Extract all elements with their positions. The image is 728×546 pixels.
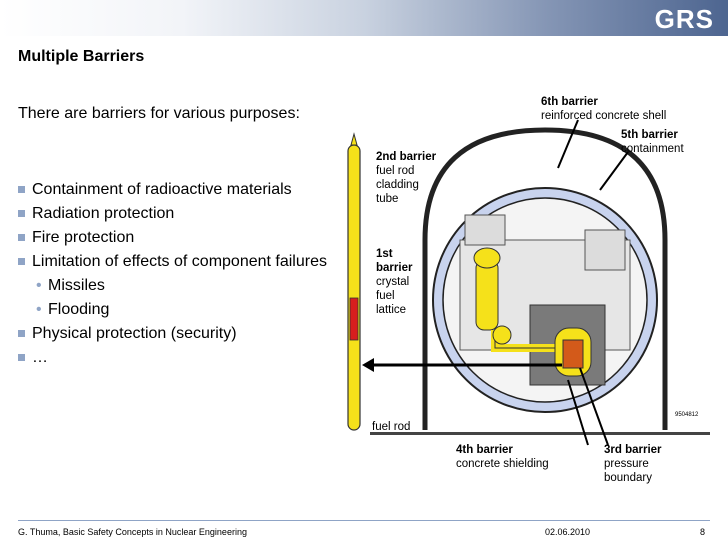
leader-6th: [557, 119, 579, 169]
figure-code: 9504812: [675, 412, 699, 418]
header-bar: GRS: [0, 0, 728, 36]
sub-bullet-item: •Missiles: [18, 274, 328, 298]
label-3rd-l2: boundary: [604, 472, 652, 484]
label-1st-title1: 1st: [376, 248, 393, 260]
fuel-rod-tip: [350, 132, 358, 146]
fuel-pellets: [349, 297, 359, 341]
bullet-item: Radiation protection: [18, 202, 328, 226]
label-4th-text: concrete shielding: [456, 458, 549, 470]
label-1st-l1: crystal: [376, 276, 409, 288]
label-3rd-l1: pressure: [604, 458, 649, 470]
bullet-item: Containment of radioactive materials: [18, 178, 328, 202]
interior-block: [584, 229, 626, 271]
footer-divider: [18, 520, 710, 521]
bullet-list: Containment of radioactive materials Rad…: [18, 178, 328, 370]
square-bullet-icon: [18, 258, 25, 265]
label-5th-text: containment: [621, 143, 684, 155]
ground-line: [370, 432, 710, 435]
bullet-item: …: [18, 346, 328, 370]
sub-bullet-item: •Flooding: [18, 298, 328, 322]
label-2nd-title: 2nd barrier: [376, 151, 437, 163]
grs-logo: GRS: [654, 4, 714, 34]
square-bullet-icon: [18, 186, 25, 193]
intro-text: There are barriers for various purposes:: [18, 105, 300, 122]
footer-date: 02.06.2010: [545, 527, 591, 537]
dot-bullet-icon: •: [36, 277, 42, 294]
steam-generator: [475, 259, 499, 331]
barrier-diagram: 6th barrier reinforced concrete shell 5t…: [347, 96, 710, 484]
label-2nd-l1: fuel rod: [376, 165, 414, 177]
slide-title: Multiple Barriers: [18, 48, 145, 65]
label-4th-title: 4th barrier: [456, 444, 513, 456]
square-bullet-icon: [18, 210, 25, 217]
arrow-head-icon: [362, 358, 374, 372]
dot-bullet-icon: •: [36, 301, 42, 318]
square-bullet-icon: [18, 234, 25, 241]
footer-author: G. Thuma, Basic Safety Concepts in Nucle…: [18, 527, 247, 537]
footer-page-number: 8: [700, 527, 706, 537]
coolant-pump: [492, 325, 512, 345]
label-fuel-rod: fuel rod: [372, 421, 410, 433]
leader-5th: [599, 151, 629, 191]
label-6th-title: 6th barrier: [541, 96, 598, 108]
interior-block: [464, 214, 506, 246]
bullet-item: Limitation of effects of component failu…: [18, 250, 328, 274]
label-1st-l3: lattice: [376, 304, 406, 316]
reactor-core: [562, 339, 584, 369]
square-bullet-icon: [18, 330, 25, 337]
steam-generator-dome: [473, 247, 501, 269]
label-3rd-title: 3rd barrier: [604, 444, 662, 456]
leader-4th: [567, 379, 589, 446]
fuel-rod: [347, 144, 361, 431]
label-1st-title2: barrier: [376, 262, 413, 274]
leader-3rd: [579, 367, 609, 446]
label-5th-title: 5th barrier: [621, 129, 678, 141]
label-2nd-l2: cladding: [376, 179, 419, 191]
label-1st-l2: fuel: [376, 290, 395, 302]
bullet-item: Fire protection: [18, 226, 328, 250]
label-6th-text: reinforced concrete shell: [541, 110, 666, 122]
label-2nd-l3: tube: [376, 193, 398, 205]
square-bullet-icon: [18, 354, 25, 361]
bullet-item: Physical protection (security): [18, 322, 328, 346]
